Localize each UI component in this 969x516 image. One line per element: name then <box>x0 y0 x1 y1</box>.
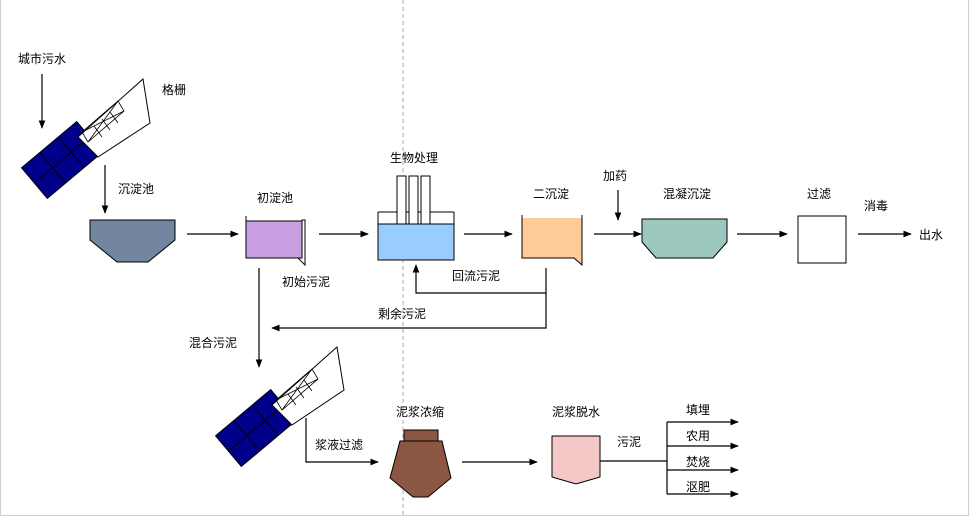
edge-slurry-filter <box>305 418 379 466</box>
secondary-clarifier <box>521 215 583 267</box>
label-primary-clarifier: 初淀池 <box>257 191 293 205</box>
primary-clarifier <box>245 220 303 259</box>
label-disposal-landfill: 填埋 <box>686 403 710 417</box>
filter-box <box>797 215 847 264</box>
label-excess-sludge: 剩余污泥 <box>378 306 426 321</box>
label-slurry-filter: 浆液过滤 <box>315 437 363 452</box>
label-sludge: 污泥 <box>617 435 641 449</box>
edge-return-sludge <box>412 264 547 294</box>
label-disposal-compost: 沤肥 <box>686 480 710 494</box>
label-sludge-dewatering: 泥浆脱水 <box>552 404 600 419</box>
label-disinfection: 消毒 <box>864 199 888 213</box>
label-mixed-sludge: 混合污泥 <box>189 335 237 350</box>
dewatering-unit <box>551 435 601 485</box>
settling-tank <box>89 219 176 263</box>
screen-unit-bottom <box>214 346 345 468</box>
label-settling-tank: 沉淀池 <box>118 182 154 196</box>
label-source: 城市污水 <box>18 51 66 66</box>
label-return-sludge: 回流污泥 <box>452 269 500 283</box>
label-disposal-agriculture: 农用 <box>686 429 710 443</box>
label-bio-treatment: 生物处理 <box>390 151 438 165</box>
label-primary-sludge: 初始污泥 <box>282 275 330 289</box>
label-sludge-thickening: 泥浆浓缩 <box>396 404 444 419</box>
label-secondary-clarifier: 二沉淀 <box>533 187 569 201</box>
label-coag-settling: 混凝沉淀 <box>663 186 711 201</box>
coagulation-tank <box>641 218 728 259</box>
sludge-thickener <box>389 429 452 498</box>
label-screen: 格栅 <box>162 82 186 97</box>
label-filtration: 过滤 <box>807 187 831 201</box>
label-disposal-incineration: 焚烧 <box>686 455 710 469</box>
label-effluent: 出水 <box>919 228 943 242</box>
edge-excess-sludge <box>271 293 547 332</box>
label-dosing: 加药 <box>603 169 627 183</box>
screen-unit-top <box>20 78 151 200</box>
bio-treatment-tank <box>377 175 455 261</box>
